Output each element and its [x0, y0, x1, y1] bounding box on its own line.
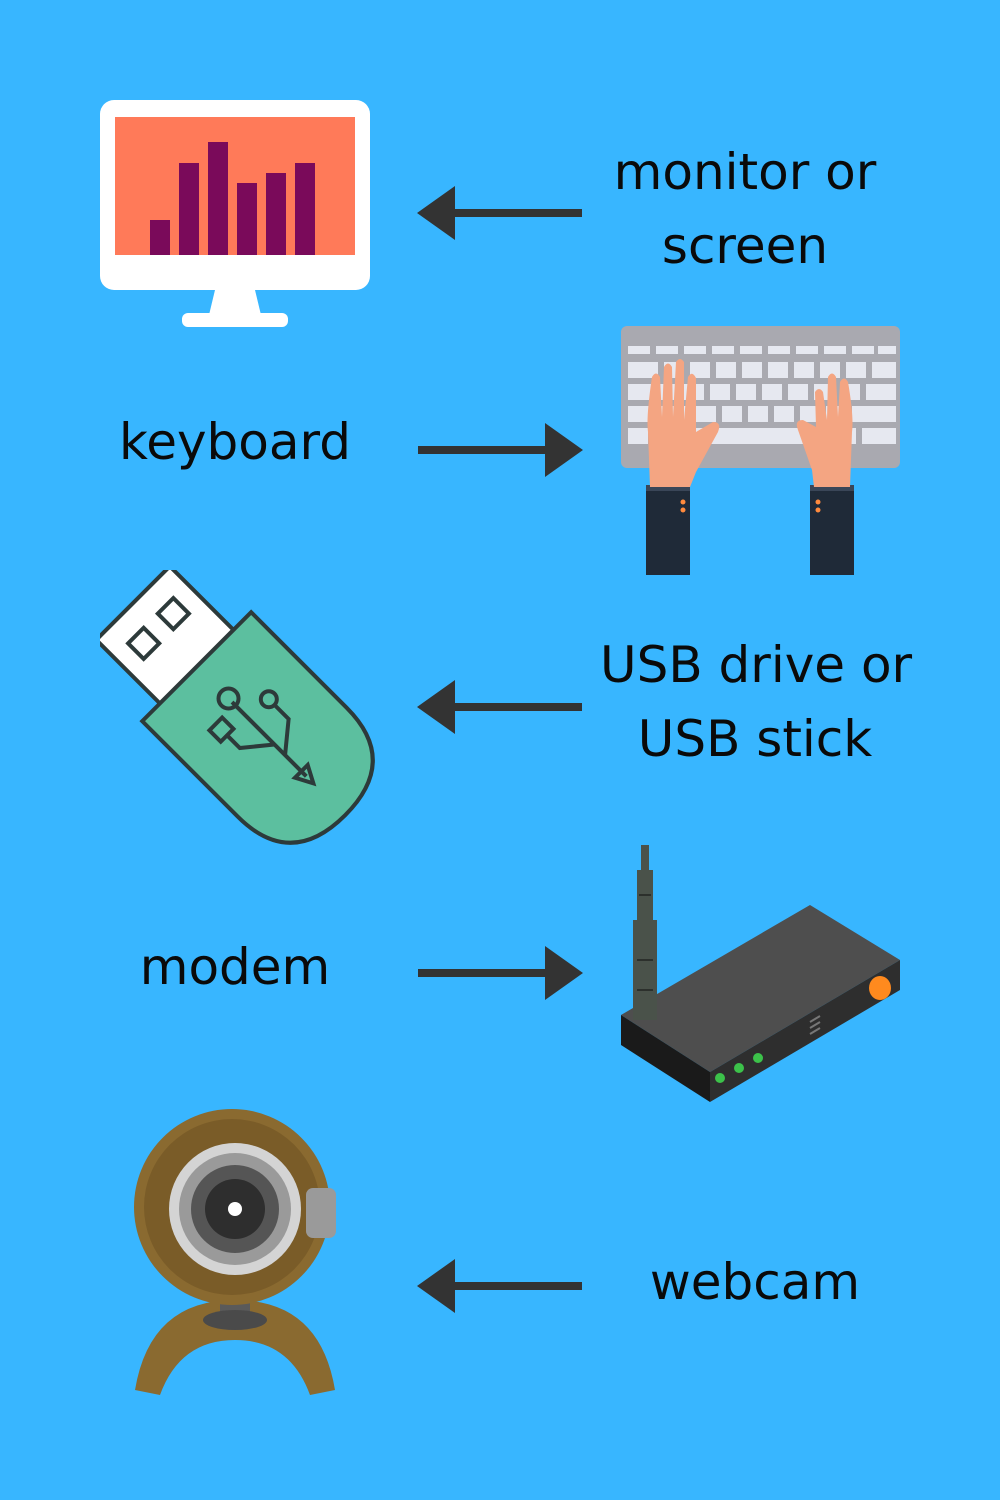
arrow-left-1 [417, 186, 582, 240]
label-line: modem [139, 938, 331, 996]
usb-drive-icon [100, 570, 375, 845]
label-modem: modem [100, 930, 370, 1004]
keyboard-with-hands-icon [621, 326, 900, 575]
label-line: screen [661, 217, 829, 275]
arrow-left-3 [417, 1259, 582, 1313]
label-usb: USB drive or USB stick [600, 628, 913, 776]
arrow-right-2 [418, 946, 583, 1000]
label-keyboard: keyboard [100, 405, 370, 479]
label-line: keyboard [119, 413, 351, 471]
arrow-right-1 [418, 423, 583, 477]
label-webcam: webcam [605, 1245, 905, 1319]
label-line: USB stick [637, 710, 873, 768]
arrow-left-2 [417, 680, 582, 734]
monitor-icon [100, 100, 370, 327]
label-line: USB drive or [600, 636, 913, 694]
label-monitor: monitor or screen [590, 135, 900, 283]
label-line: monitor or [613, 143, 877, 201]
label-line: webcam [649, 1253, 861, 1311]
webcam-icon [134, 1109, 336, 1395]
modem-router-icon [621, 845, 900, 1102]
